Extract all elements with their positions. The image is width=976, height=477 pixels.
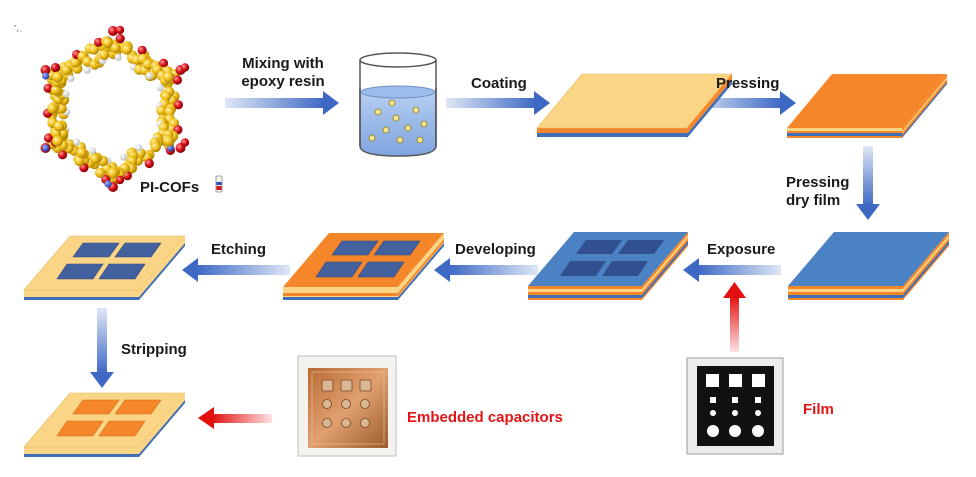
label-pressing: Pressing bbox=[716, 75, 780, 92]
pi-cof-structure-image bbox=[40, 25, 190, 192]
cof-atom bbox=[98, 49, 110, 60]
cof-atom bbox=[43, 83, 53, 93]
cof-atom bbox=[40, 65, 51, 75]
pressing-arrow bbox=[690, 91, 796, 115]
label-pi-cofs: PI-COFs bbox=[140, 179, 200, 196]
cof-atom bbox=[42, 144, 50, 152]
cof-atom bbox=[73, 138, 81, 146]
film-up-arrow bbox=[723, 282, 746, 352]
cof-atom bbox=[115, 25, 125, 35]
cof-atom bbox=[94, 37, 104, 47]
stripping-arrow bbox=[90, 308, 114, 388]
label-coating: Coating bbox=[471, 75, 527, 92]
cof-atom bbox=[88, 147, 96, 155]
cof-atom bbox=[164, 106, 175, 117]
cof-atom bbox=[83, 66, 91, 74]
label-etching: Etching bbox=[211, 241, 266, 258]
mixing-arrow bbox=[225, 91, 339, 115]
cof-atom bbox=[145, 72, 153, 80]
label-developing: Developing bbox=[455, 241, 536, 258]
cof-atom bbox=[172, 75, 183, 85]
beaker-epoxy-icon bbox=[359, 52, 437, 157]
cof-atom bbox=[156, 105, 167, 116]
cof-atom bbox=[119, 153, 127, 161]
cof-atom bbox=[89, 153, 101, 165]
developed-plate bbox=[283, 233, 444, 300]
cof-atom bbox=[135, 144, 143, 152]
cof-atom bbox=[52, 135, 64, 147]
cof-atom bbox=[53, 121, 64, 132]
label-embedded-capacitors: Embedded capacitors bbox=[407, 409, 563, 426]
etching-arrow bbox=[182, 258, 290, 282]
etched-plate bbox=[23, 235, 186, 300]
exposed-plate bbox=[528, 232, 688, 300]
cof-atom bbox=[61, 65, 72, 76]
cof-atom bbox=[57, 150, 68, 160]
cof-atom bbox=[180, 63, 190, 72]
label-film: Film bbox=[803, 401, 834, 418]
cof-atom bbox=[104, 180, 112, 188]
cof-atom bbox=[158, 58, 169, 68]
label-exposure: Exposure bbox=[707, 241, 776, 258]
coated-copper-plate bbox=[536, 73, 733, 138]
cof-atom bbox=[107, 167, 119, 179]
label-pressing-dry-line1: Pressing bbox=[786, 174, 850, 191]
stripped-capacitor-plate bbox=[23, 392, 186, 457]
embedded-capacitors-photo bbox=[297, 355, 397, 457]
cof-atom bbox=[108, 26, 118, 36]
dry-film-plate bbox=[788, 232, 949, 300]
photomask-film-image bbox=[686, 357, 784, 455]
cof-atom bbox=[115, 175, 125, 185]
cof-atom bbox=[180, 138, 190, 147]
cof-atom bbox=[173, 100, 183, 110]
label-pressing-dry-line2: dry film bbox=[786, 192, 841, 209]
developing-arrow bbox=[434, 258, 538, 282]
cof-atom bbox=[70, 57, 81, 68]
cof-atom bbox=[67, 75, 75, 83]
cof-vial-icon bbox=[215, 175, 223, 193]
cof-atom bbox=[156, 84, 164, 92]
cof-atom bbox=[50, 63, 60, 72]
cof-atom bbox=[76, 147, 87, 158]
cof-atom bbox=[142, 58, 154, 70]
cof-atom bbox=[162, 71, 174, 83]
cof-atom bbox=[115, 34, 125, 44]
cof-atom bbox=[102, 37, 113, 48]
cof-atom bbox=[137, 45, 147, 55]
cof-atom bbox=[110, 42, 121, 54]
label-mixing-line1: Mixing with bbox=[242, 55, 324, 72]
label-stripping: Stripping bbox=[121, 341, 187, 358]
exposure-arrow bbox=[683, 258, 781, 282]
cof-atom bbox=[52, 71, 64, 83]
cof-atom bbox=[47, 103, 58, 114]
coating-arrow bbox=[446, 91, 550, 115]
cof-atom bbox=[150, 141, 161, 153]
pressed-laminate-plate bbox=[787, 74, 947, 138]
pressing-dry-film-arrow bbox=[856, 146, 880, 220]
cof-atom bbox=[162, 135, 174, 147]
cof-atom bbox=[42, 72, 50, 80]
corner-mark: ⠡. bbox=[13, 24, 23, 34]
embedded-capacitors-arrow bbox=[198, 407, 272, 429]
cof-atom bbox=[43, 133, 54, 143]
label-mixing-line2: epoxy resin bbox=[241, 73, 325, 90]
cof-atom bbox=[144, 158, 154, 169]
cof-atom bbox=[95, 167, 106, 178]
cof-atom bbox=[62, 90, 70, 98]
cof-atom bbox=[114, 53, 122, 62]
cof-atom bbox=[121, 44, 133, 55]
cof-atom bbox=[88, 44, 100, 55]
